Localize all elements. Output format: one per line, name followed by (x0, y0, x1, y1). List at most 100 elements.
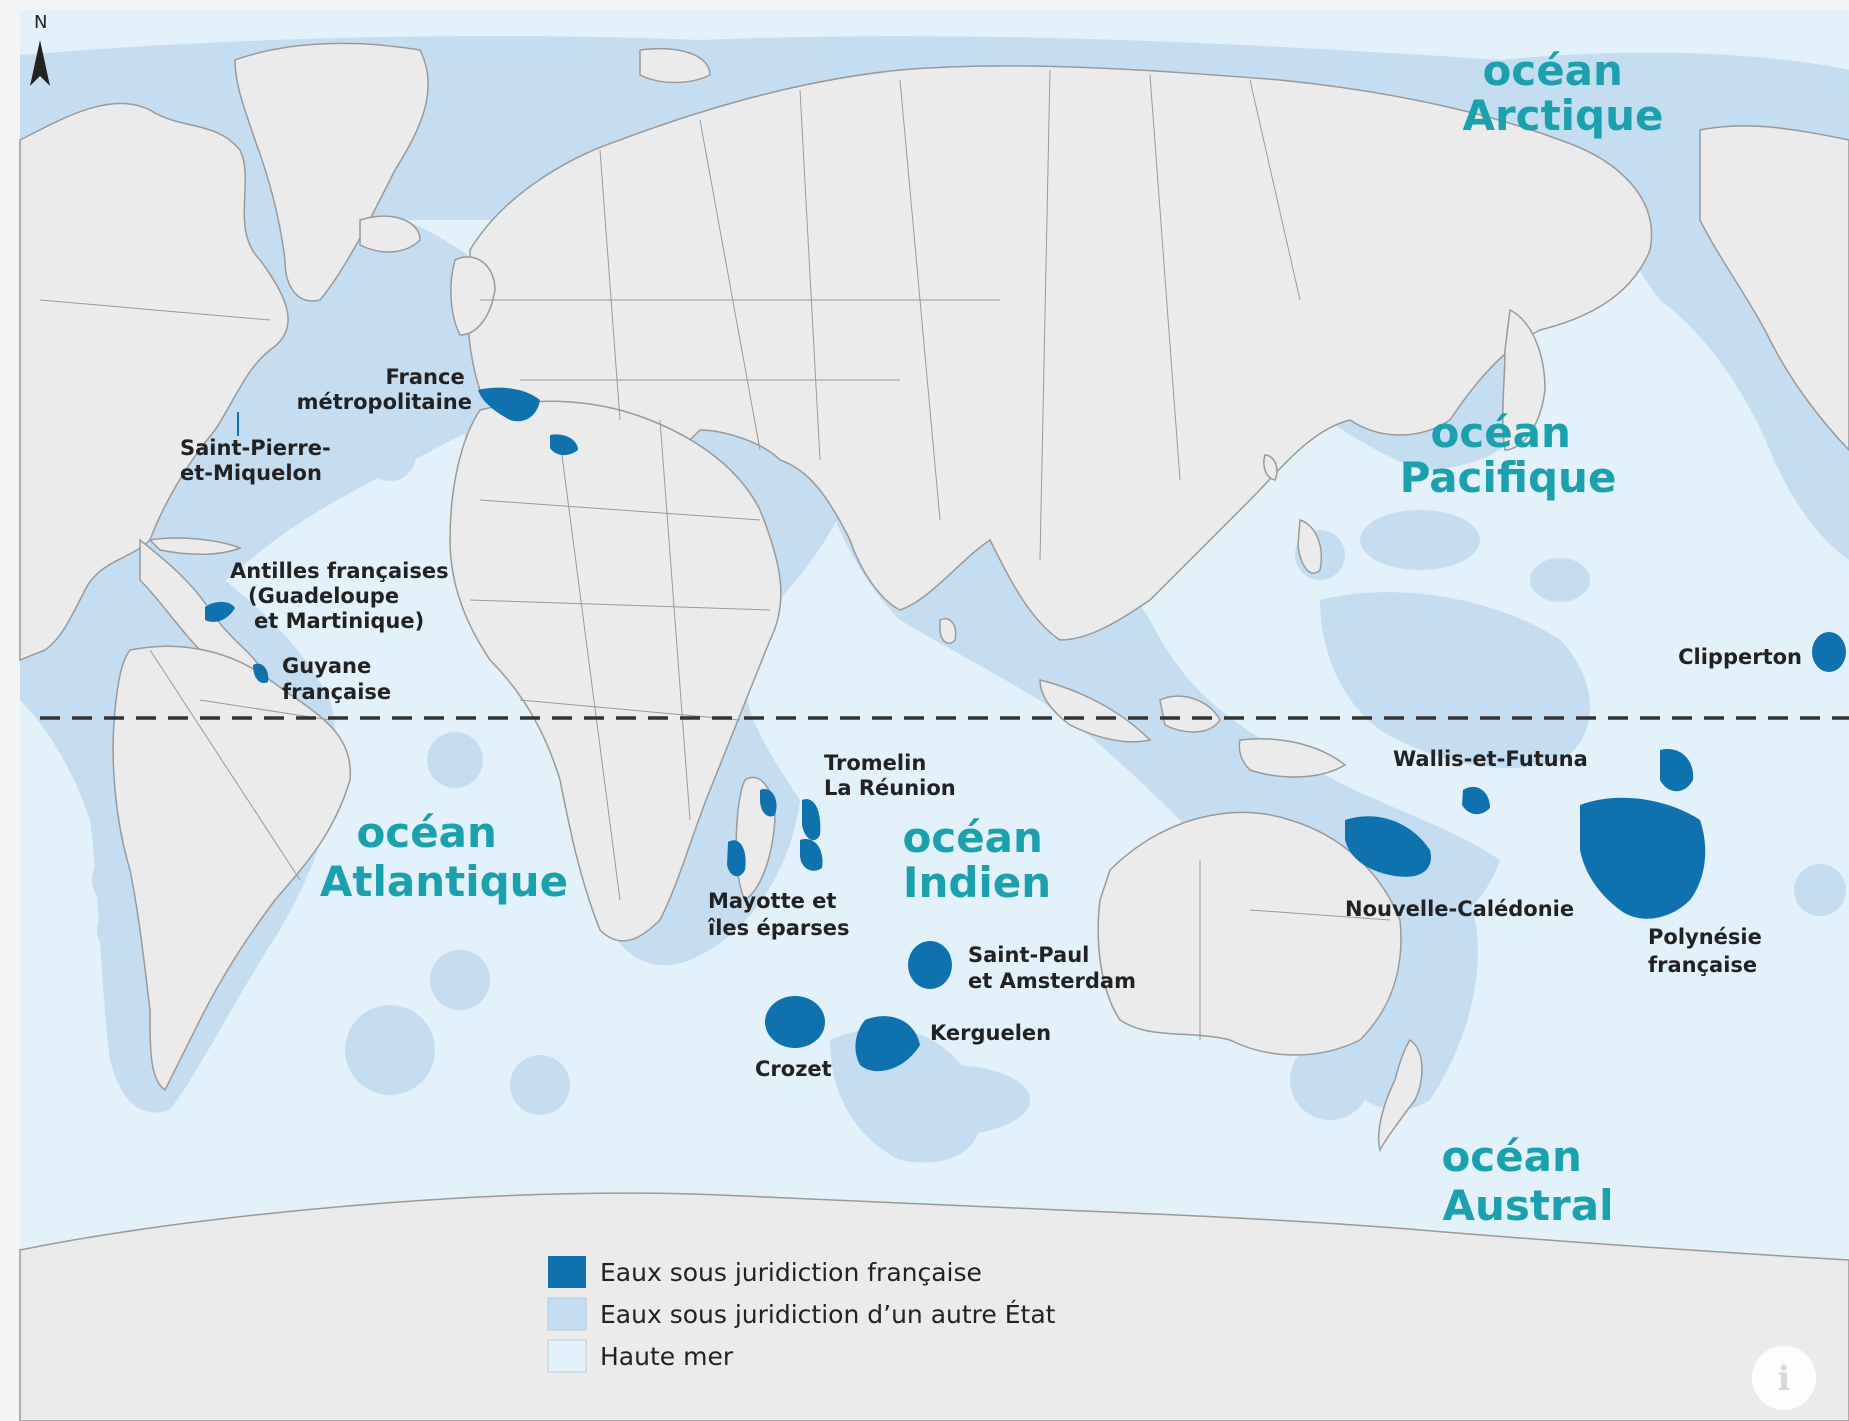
iceland (359, 215, 421, 253)
ocean-atlantic-line2: Atlantique (320, 857, 568, 906)
sri-lanka (939, 618, 957, 644)
map-legend: Eaux sous juridiction française Eaux sou… (547, 1256, 1056, 1373)
label-france-metro-line1: France (386, 365, 465, 389)
label-saint-pierre-line1: Saint-Pierre- (180, 436, 331, 460)
ocean-atlantic-line1: océan (356, 808, 496, 857)
kerguelen-zone (855, 1016, 920, 1072)
label-crozet-line1: Crozet (755, 1057, 832, 1081)
ocean-arctic-line1: océan (1482, 46, 1622, 95)
ocean-pacific-line1: océan (1430, 408, 1570, 457)
saint-paul-zone (908, 941, 952, 989)
north-america (19, 102, 289, 662)
french-waters (205, 387, 1846, 1072)
ocean-southern-line1: océan (1441, 1132, 1581, 1181)
south-america (112, 645, 352, 1092)
antilles-zone (205, 601, 235, 622)
ocean-atlantic: océan Atlantique (320, 808, 568, 906)
wallis-zone (1462, 786, 1490, 815)
legend-swatch-french (548, 1256, 586, 1288)
label-saint-paul-line1: Saint-Paul (968, 943, 1089, 967)
greenland (234, 42, 429, 302)
legend-label-high-sea: Haute mer (600, 1342, 734, 1371)
label-clipperton: Clipperton (1678, 645, 1802, 669)
label-mayotte: Mayotte et îles éparses (707, 889, 850, 940)
label-antilles-line2: (Guadeloupe (248, 584, 399, 608)
antarctica (19, 1192, 1849, 1421)
uk-ireland (450, 256, 496, 336)
legend-swatch-other (547, 1297, 587, 1331)
north-arrow-icon (30, 40, 50, 86)
nouvelle-caledonie-zone (1345, 816, 1431, 877)
label-saint-paul: Saint-Paul et Amsterdam (968, 943, 1136, 993)
japan (1502, 308, 1546, 451)
alaska (1699, 125, 1849, 452)
philippines (1297, 518, 1322, 574)
label-guyane-line1: Guyane (282, 654, 371, 678)
territory-labels: France métropolitaine Saint-Pierre- et-M… (180, 365, 1802, 1081)
label-polynesie-line1: Polynésie (1648, 925, 1762, 949)
label-mayotte-line2: îles éparses (707, 916, 850, 940)
label-crozet: Crozet (755, 1057, 832, 1081)
new-guinea (1238, 737, 1347, 778)
iles-eparses-zone (760, 789, 777, 817)
indonesia-2 (1159, 695, 1221, 733)
label-wallis-line1: Wallis-et-Futuna (1393, 747, 1588, 771)
ocean-pacific-line2: Pacifique (1400, 453, 1617, 502)
ocean-indian-line1: océan (902, 813, 1042, 862)
reunion-zone (800, 839, 823, 871)
indonesia-1 (1039, 679, 1152, 743)
crozet-zone (765, 996, 825, 1048)
country-borders (39, 69, 1391, 1040)
label-wallis: Wallis-et-Futuna (1393, 747, 1588, 771)
label-tromelin-line1: Tromelin (824, 751, 926, 775)
polynesie-zone (1580, 797, 1706, 919)
ocean-arctic-line2: Arctique (1462, 91, 1663, 140)
ocean-southern: océan Austral (1441, 1132, 1613, 1230)
clipperton-zone (1812, 632, 1846, 672)
tromelin-zone (802, 799, 821, 841)
legend-label-other: Eaux sous juridiction d’un autre État (600, 1300, 1056, 1329)
label-guyane-line2: française (282, 680, 391, 704)
new-zealand (1377, 1038, 1423, 1153)
ocean-indian-line2: Indien (903, 858, 1051, 907)
label-polynesie: Polynésie française (1648, 925, 1769, 977)
france-metro-zone (478, 387, 540, 422)
label-nouvelle-caledonie-line1: Nouvelle-Calédonie (1345, 897, 1574, 921)
label-tromelin: Tromelin (824, 751, 926, 775)
africa (449, 400, 782, 942)
legend-label-french: Eaux sous juridiction française (600, 1258, 982, 1287)
legend-swatch-high-sea (547, 1339, 587, 1373)
label-france-metro-line2: métropolitaine (297, 390, 472, 414)
land-masses (19, 42, 1849, 1421)
cuba (148, 537, 243, 555)
guyane-zone (253, 663, 269, 684)
label-clipperton-line1: Clipperton (1678, 645, 1802, 669)
ocean-pacific: océan Pacifique (1400, 408, 1617, 502)
label-france-metro: France métropolitaine (297, 365, 472, 414)
info-icon[interactable] (1752, 1346, 1816, 1410)
svalbard (639, 48, 711, 84)
info-button[interactable]: i (1752, 1346, 1816, 1410)
ocean-labels: océan Arctique océan Pacifique océan Atl… (320, 46, 1664, 1230)
label-reunion-line1: La Réunion (824, 776, 956, 800)
label-saint-pierre: Saint-Pierre- et-Miquelon (180, 436, 338, 485)
ocean-indian: océan Indien (902, 813, 1057, 907)
ocean-southern-line2: Austral (1443, 1181, 1614, 1230)
label-antilles: Antilles françaises (Guadeloupe et Marti… (230, 559, 456, 633)
label-polynesie-line2: française (1648, 953, 1757, 977)
label-saint-pierre-line2: et-Miquelon (180, 461, 322, 485)
label-saint-paul-line2: et Amsterdam (968, 969, 1136, 993)
label-antilles-line3: et Martinique) (254, 609, 424, 633)
label-guyane: Guyane française (282, 654, 391, 704)
label-mayotte-line1: Mayotte et (708, 889, 836, 913)
label-nouvelle-caledonie: Nouvelle-Calédonie (1345, 897, 1574, 921)
ocean-arctic: océan Arctique (1462, 46, 1663, 140)
label-kerguelen-line1: Kerguelen (930, 1021, 1051, 1045)
label-reunion: La Réunion (824, 776, 956, 800)
polynesie-north-zone (1660, 749, 1694, 792)
label-kerguelen: Kerguelen (930, 1021, 1051, 1045)
corsica-zone (550, 434, 578, 456)
taiwan (1263, 454, 1278, 481)
